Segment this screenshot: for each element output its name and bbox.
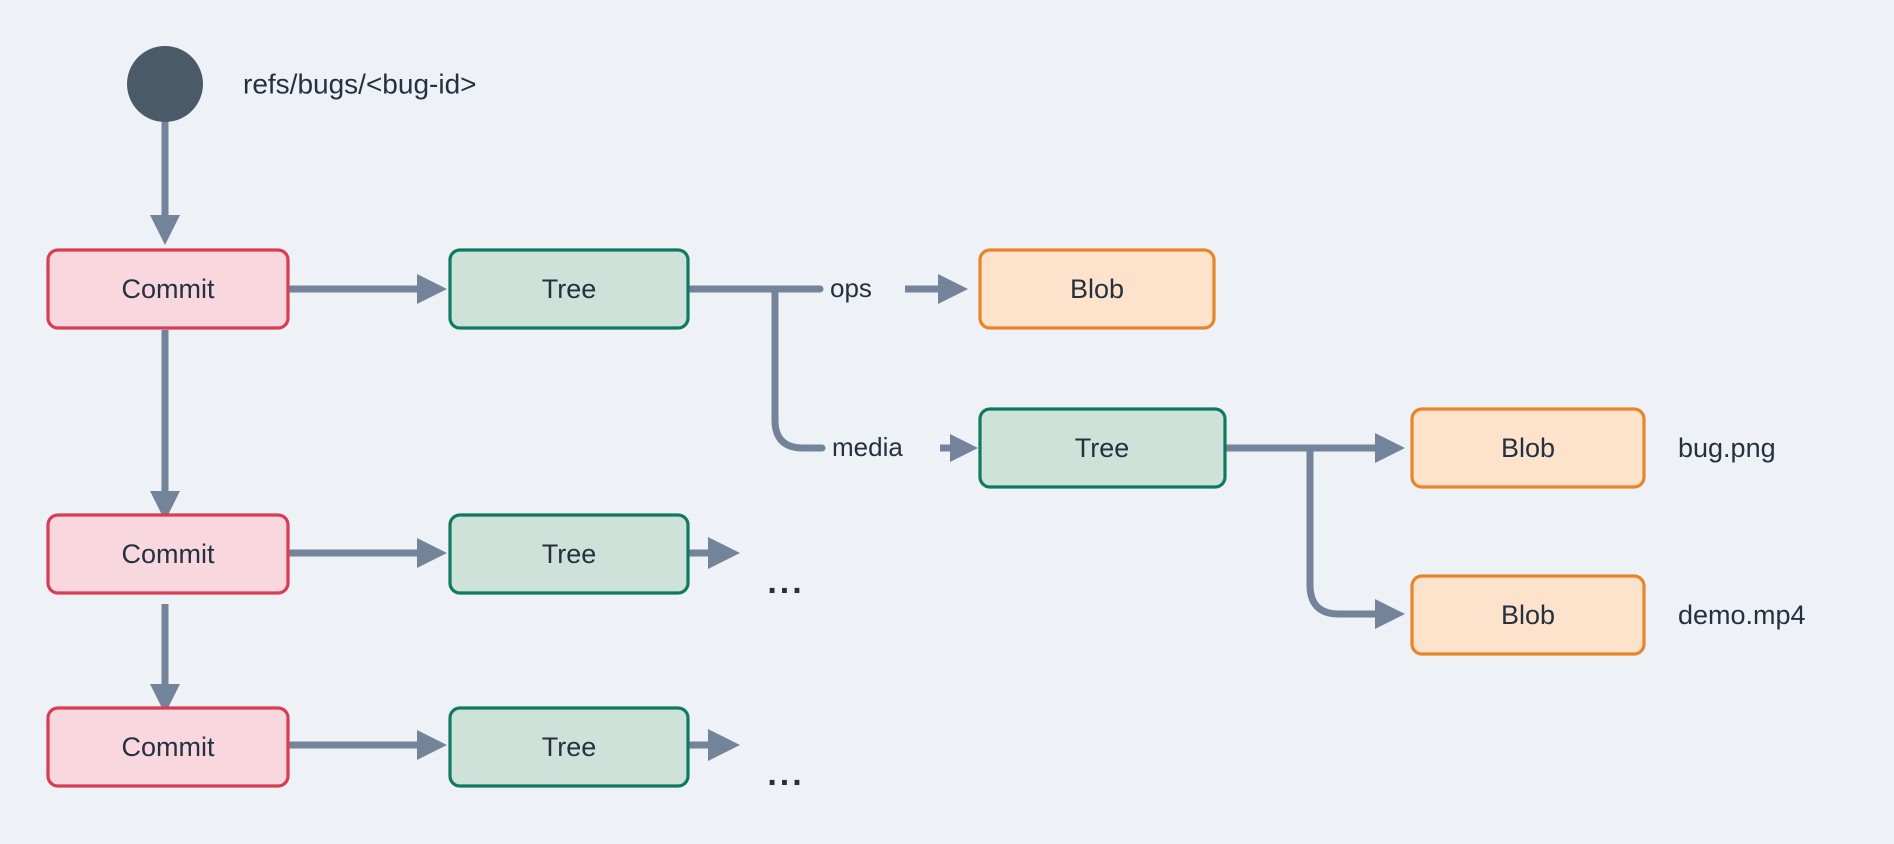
- tree-node-2[interactable]: Tree: [448, 513, 690, 595]
- edge-commit2-to-tree2: [288, 538, 447, 568]
- edge-media-to-tree4: [940, 434, 978, 462]
- edge-tree2-to-ellipsis1: [688, 537, 740, 569]
- arrowhead-icon: [1375, 433, 1405, 463]
- blob-box-1[interactable]: [978, 248, 1216, 330]
- tree-node-1[interactable]: Tree: [448, 248, 690, 330]
- commit-node-3[interactable]: Commit: [46, 706, 290, 788]
- commit-node-2[interactable]: Commit: [46, 513, 290, 595]
- blob-node-3[interactable]: Blob: [1410, 574, 1646, 656]
- blob-filename-demo-mp4: demo.mp4: [1678, 600, 1806, 630]
- tree-box-3[interactable]: [448, 706, 690, 788]
- edge-label-media: media: [832, 432, 903, 462]
- arrowhead-icon: [708, 729, 740, 761]
- blob-box-3[interactable]: [1410, 574, 1646, 656]
- edge-tree4-split: [1221, 433, 1405, 629]
- tree-box-1[interactable]: [448, 248, 690, 330]
- arrowhead-icon: [708, 537, 740, 569]
- commit-label-2: Commit: [122, 539, 215, 569]
- edge-label-ops: ops: [830, 273, 872, 303]
- arrowhead-icon: [417, 730, 447, 760]
- edge-commit3-to-tree3: [288, 730, 447, 760]
- blob-node-2[interactable]: Blob: [1410, 407, 1646, 489]
- blob-node-1[interactable]: Blob: [978, 248, 1216, 330]
- tree-label-4: Tree: [1075, 433, 1130, 463]
- edge-tree1-split: [686, 285, 826, 452]
- blob-box-2[interactable]: [1410, 407, 1646, 489]
- edge-commit2-to-commit3: [150, 604, 180, 714]
- edge-ops-to-blob1: [905, 274, 968, 304]
- arrowhead-icon: [150, 215, 180, 245]
- ellipsis-1: ...: [767, 563, 804, 601]
- commit-box-1[interactable]: [46, 248, 290, 330]
- blob-label-1: Blob: [1070, 274, 1124, 304]
- arrowhead-icon: [150, 491, 180, 521]
- edge-commit1-to-commit2: [150, 330, 180, 521]
- tree-node-4[interactable]: Tree: [978, 407, 1227, 489]
- ref-circle[interactable]: [127, 46, 203, 122]
- ref-node[interactable]: [127, 46, 203, 122]
- tree-box-4[interactable]: [978, 407, 1227, 489]
- blob-label-2: Blob: [1501, 433, 1555, 463]
- blob-filename-bug-png: bug.png: [1678, 433, 1776, 463]
- blob-label-3: Blob: [1501, 600, 1555, 630]
- edge-ref-to-commit1: [150, 118, 180, 245]
- commit-box-3[interactable]: [46, 706, 290, 788]
- arrowhead-icon: [938, 274, 968, 304]
- ref-label: refs/bugs/<bug-id>: [243, 68, 477, 99]
- commit-node-1[interactable]: Commit: [46, 248, 290, 330]
- ellipsis-2: ...: [767, 755, 804, 793]
- commit-label-3: Commit: [122, 732, 215, 762]
- commit-box-2[interactable]: [46, 513, 290, 595]
- tree-label-1: Tree: [542, 274, 597, 304]
- tree-node-3[interactable]: Tree: [448, 706, 690, 788]
- tree-label-3: Tree: [542, 732, 597, 762]
- arrowhead-icon: [417, 274, 447, 304]
- edge-tree3-to-ellipsis2: [688, 729, 740, 761]
- edge-commit1-to-tree1: [288, 274, 447, 304]
- arrowhead-icon: [950, 434, 978, 462]
- arrowhead-icon: [150, 684, 180, 714]
- arrowhead-icon: [1375, 599, 1405, 629]
- commit-label-1: Commit: [122, 274, 215, 304]
- tree-box-2[interactable]: [448, 513, 690, 595]
- tree-label-2: Tree: [542, 539, 597, 569]
- arrowhead-icon: [417, 538, 447, 568]
